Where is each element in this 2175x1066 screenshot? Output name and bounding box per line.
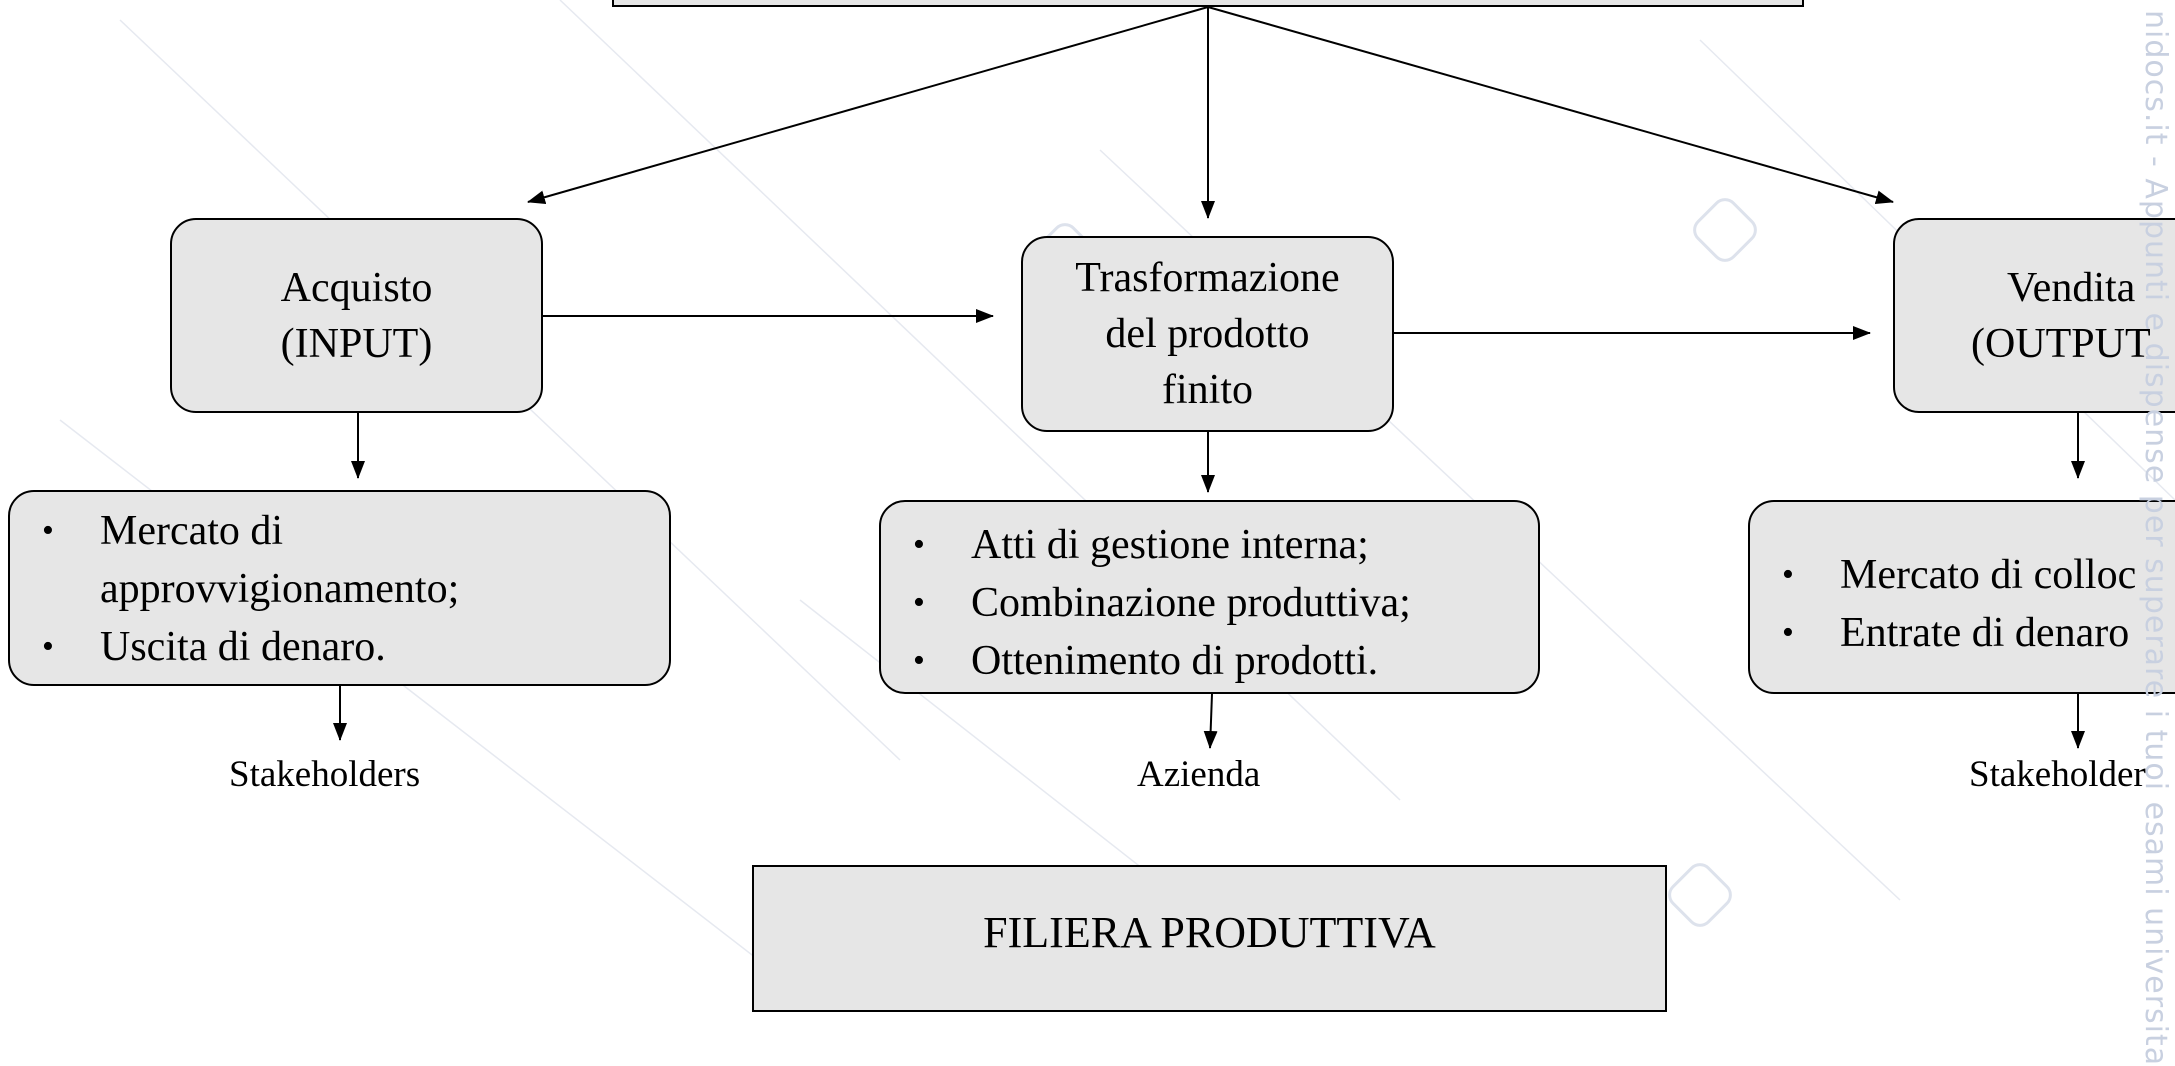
list-item: Atti di gestione interna; [881,516,1538,574]
list-item: Uscita di denaro. [10,618,669,676]
list-item: Entrate di denaro [1750,604,2175,662]
acquisto-line-2: (INPUT) [280,320,433,367]
input-list: Mercato di approvvigionamento; Uscita di… [10,502,669,676]
list-item: Mercato di colloc [1750,546,2175,604]
list-item: Mercato di approvvigionamento; [10,502,540,618]
output-list: Mercato di colloc Entrate di denaro [1750,546,2175,662]
filiera-produttiva-box: FILIERA PRODUTTIVA [752,865,1667,1012]
arrow-top-to-vendita [1207,6,1894,205]
top-box [612,0,1804,7]
arrow-top-to-acquisto [527,6,1209,205]
watermark-side-text: nidocs.it - Appunti e dispense per super… [2138,10,2173,1066]
list-item: Combinazione produttiva; [881,574,1538,632]
azienda-label: Azienda [1137,754,1261,795]
trasformazione-line-3: finito [1162,367,1253,413]
connector-layer [333,6,2085,749]
acquisto-line-1: Acquisto [280,264,433,311]
stakeholders-left-label: Stakeholders [229,754,421,795]
acquisto-box: Acquisto (INPUT) [170,218,543,413]
input-list-box: Mercato di approvvigionamento; Uscita di… [8,490,671,686]
stakeholders-right-label: Stakeholder [1969,754,2146,795]
output-list-box: Mercato di colloc Entrate di denaro [1748,500,2175,694]
vendita-line-1: Vendita [2007,264,2136,311]
trasformazione-line-2: del prodotto [1105,311,1310,357]
trasformazione-list-box: Atti di gestione interna; Combinazione p… [879,500,1540,694]
vendita-line-2: (OUTPUT [1971,320,2151,367]
arrow-trasf-list-to-azienda [1203,693,1218,749]
filiera-produttiva-label: FILIERA PRODUTTIVA [983,908,1436,957]
vendita-box: Vendita (OUTPUT [1893,218,2175,413]
trasformazione-box: Trasformazione del prodotto finito [1021,236,1394,432]
list-item: Ottenimento di prodotti. [881,632,1538,690]
trasformazione-line-1: Trasformazione [1075,255,1340,301]
trasformazione-list: Atti di gestione interna; Combinazione p… [881,516,1538,690]
